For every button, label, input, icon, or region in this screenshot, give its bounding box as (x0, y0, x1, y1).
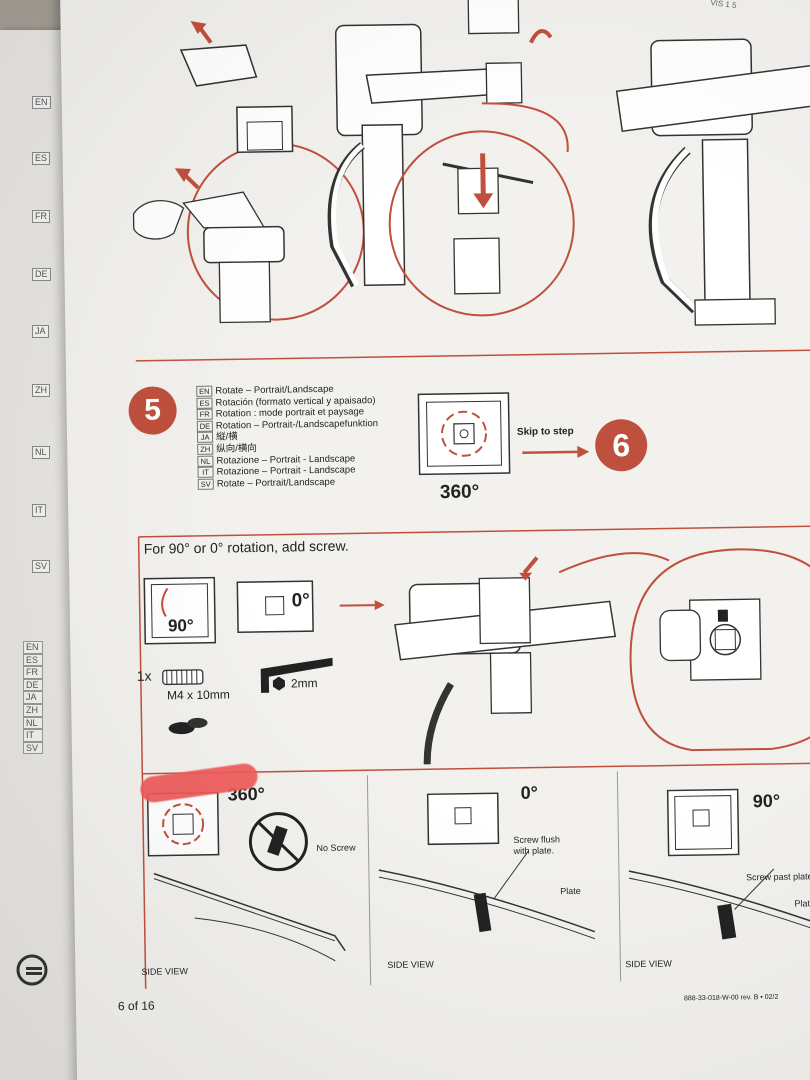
panel-2-view: SIDE VIEW (387, 959, 434, 970)
lang-stack-item: ES (23, 653, 43, 667)
panel-3-view: SIDE VIEW (625, 958, 672, 970)
screw-flush-icon (473, 892, 492, 933)
lang-code: NL (197, 455, 214, 467)
lang-stack-item: JA (23, 691, 43, 704)
illustration-layer (132, 0, 810, 989)
zoom-circle-center (388, 130, 575, 317)
skip-to-step-label: Skip to step (516, 425, 574, 438)
panel-2-plate: Plate (560, 885, 581, 897)
lang-stack-item: DE (23, 678, 43, 692)
lang-stack-item: ZH (23, 703, 43, 717)
lang-code: FR (196, 408, 213, 421)
lang-tab: FR (32, 210, 50, 223)
panel-2-angle: 0° (520, 782, 539, 803)
panel-1-view: SIDE VIEW (141, 966, 189, 977)
lang-text: Rotation – Portrait-/Landscapefunktion (215, 417, 379, 432)
lang-stack-item: NL (23, 716, 43, 730)
screw-qty-label: 1x (136, 667, 152, 684)
screw-heading: For 90° or 0° rotation, add screw. (143, 537, 349, 557)
rotation-360-label: 360° (439, 481, 480, 504)
panel-3-angle: 90° (752, 790, 781, 812)
lang-code: SV (197, 478, 214, 490)
monitor-0-icon (236, 580, 314, 634)
no-screw-icon (248, 812, 308, 872)
lang-stack-item: SV (23, 741, 43, 755)
hex-key-icon (260, 657, 333, 693)
lang-stack: EN ES FR DE JA ZH NL IT SV (23, 641, 43, 755)
panel-3-plate: Plate (794, 898, 810, 909)
section-divider (135, 348, 810, 362)
hex-size-label: 2mm (290, 676, 318, 691)
lang-stack-item: EN (23, 641, 43, 654)
vesa-bracket-icon (236, 105, 294, 153)
brand-logo-icon (16, 954, 48, 986)
cover-plate-icon (179, 44, 258, 87)
hand-icon (132, 200, 185, 240)
screw-size-label: M4 x 10mm (166, 687, 230, 703)
angle-0-label: 0° (291, 590, 310, 612)
panel-1-note: No Screw (316, 842, 356, 854)
pole-icon (361, 123, 406, 287)
document-id: 888-33-018-W-00 rev. B • 02/2 (683, 993, 779, 1003)
set-screw-icon (168, 722, 195, 735)
lang-tab: SV (32, 560, 51, 573)
zoom-circle-right (629, 548, 810, 752)
rotate-monitor-icon (417, 392, 511, 476)
angle-90-label: 90° (167, 615, 194, 636)
lang-tab: EN (32, 96, 51, 109)
lang-text: 縦/横 (215, 431, 238, 443)
page-number: 6 of 16 (117, 998, 155, 1014)
lang-code: ES (196, 397, 213, 409)
lang-code: IT (197, 466, 214, 479)
lang-tab: ZH (32, 384, 50, 397)
lang-stack-item: FR (23, 666, 43, 679)
skip-arrow-icon (522, 450, 578, 455)
lang-code: JA (196, 432, 214, 444)
lang-code: EN (196, 385, 213, 397)
lang-text: Rotate – Portrait/Landscape (216, 476, 336, 490)
lang-tab: ES (32, 152, 51, 165)
lang-text: 纵向/横向 (216, 442, 257, 455)
panel-3-note: Screw past plate (745, 871, 810, 883)
monitor-90-icon (143, 576, 217, 645)
screw-icon (162, 669, 204, 686)
lang-code: ZH (197, 443, 214, 455)
lang-tab: NL (32, 446, 50, 459)
lang-tab: JA (32, 325, 49, 338)
rotate-arrows-icon (441, 410, 488, 457)
lang-code: DE (196, 420, 213, 432)
lang-tab: DE (32, 268, 51, 281)
lang-tab: IT (32, 504, 46, 517)
screw-past-icon (717, 903, 737, 940)
panel-2-note: Screw flush with plate. (513, 834, 561, 856)
lang-stack-item: IT (23, 729, 43, 742)
